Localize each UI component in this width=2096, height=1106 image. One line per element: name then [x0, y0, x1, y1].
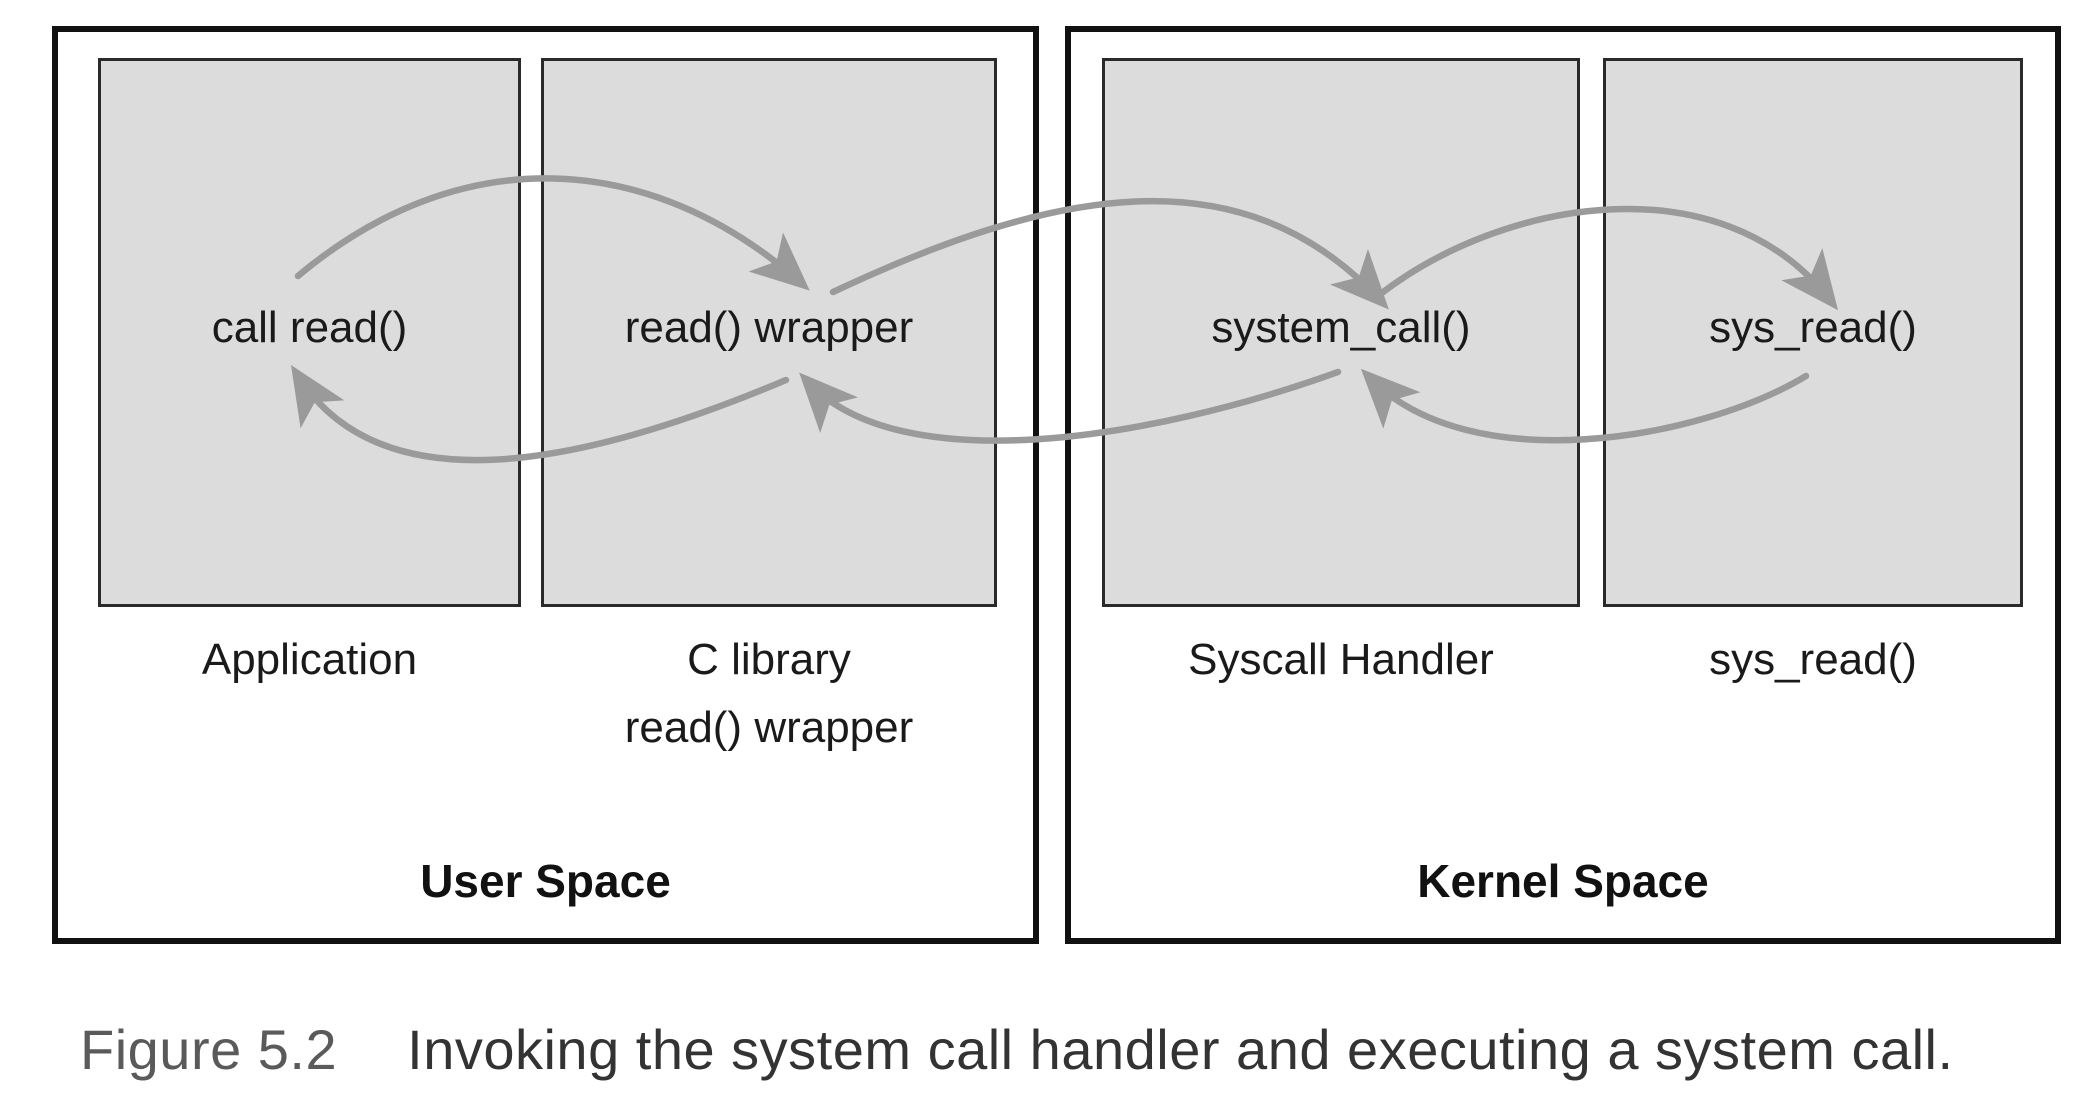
- read-wrapper-label: read() wrapper: [624, 303, 914, 352]
- c-library-caption-line2: read() wrapper: [624, 703, 914, 752]
- figure-number: Figure 5.2: [80, 1018, 338, 1081]
- c-library-caption: C library: [687, 635, 851, 684]
- syscall-handler-caption: Syscall Handler: [1188, 635, 1494, 684]
- call-read-label: call read(): [211, 303, 408, 352]
- sys-read-caption: sys_read(): [1709, 635, 1917, 684]
- sys-read-box: [1603, 58, 2023, 607]
- figure-caption-text: Invoking the system call handler and exe…: [407, 1018, 1954, 1081]
- sys-read-inner-label: sys_read(): [1709, 303, 1917, 352]
- syscall-handler-box: [1102, 58, 1580, 607]
- application-box: [98, 58, 521, 607]
- kernel-space-title: Kernel Space: [1417, 855, 1709, 907]
- c-library-box: [541, 58, 997, 607]
- application-caption: Application: [201, 635, 418, 684]
- user-space-title: User Space: [420, 855, 671, 907]
- system-call-label: system_call(): [1211, 303, 1471, 352]
